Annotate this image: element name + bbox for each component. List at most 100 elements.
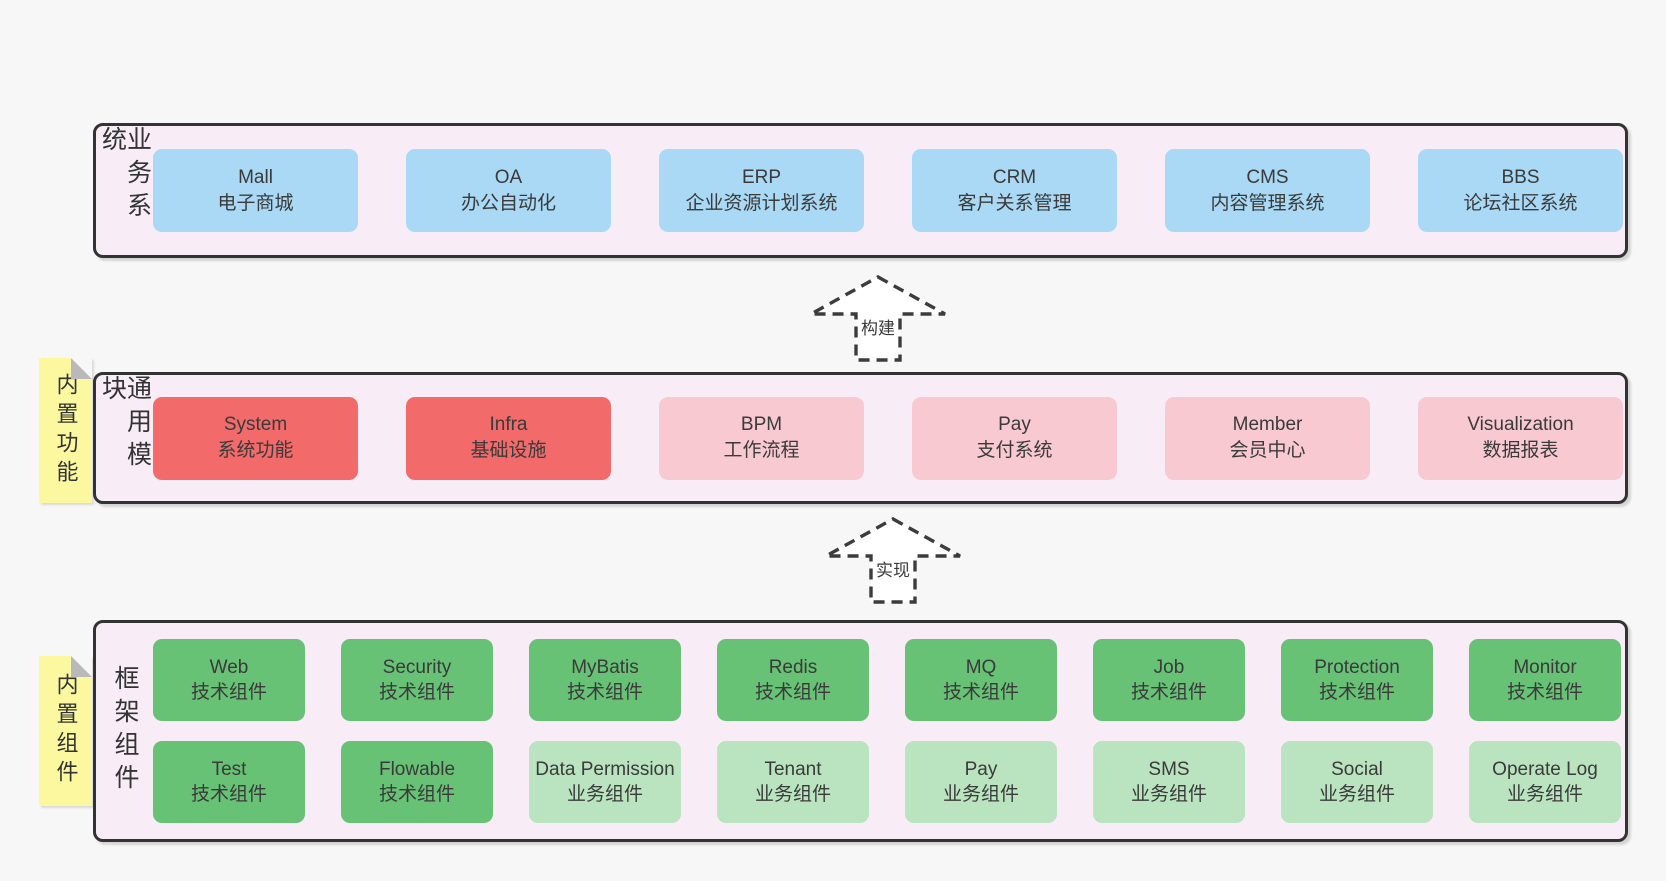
box-subtitle: 工作流程 [723, 440, 800, 461]
band-modules-label: 通用模块 [98, 375, 152, 474]
box-subtitle: 系统功能 [217, 440, 294, 461]
box-monitor: Monitor 技术组件 [1469, 639, 1621, 721]
note-built-in-features: 内置功能 [39, 358, 92, 503]
box-subtitle: 业务组件 [942, 784, 1019, 805]
box-subtitle: 技术组件 [566, 682, 643, 703]
box-title: Social [1331, 759, 1383, 780]
box-subtitle: 技术组件 [378, 682, 455, 703]
box-subtitle: 内容管理系统 [1210, 192, 1325, 214]
note-built-in-features-label: 内置功能 [53, 372, 79, 489]
box-title: BBS [1501, 166, 1540, 188]
module-boxes: System 系统功能 Infra 基础设施 BPM 工作流程 Pay 支付系统… [153, 396, 1623, 480]
box-visualization: Visualization 数据报表 [1418, 396, 1623, 480]
box-pay-business: Pay 业务组件 [905, 741, 1057, 823]
box-subtitle: 技术组件 [942, 682, 1019, 703]
box-oa: OA 办公自动化 [406, 149, 611, 232]
box-crm: CRM 客户关系管理 [912, 149, 1117, 232]
box-protection: Protection 技术组件 [1281, 639, 1433, 721]
band-business-label: 业务系统 [98, 126, 152, 225]
box-title: MyBatis [571, 657, 639, 678]
box-subtitle: 业务组件 [1318, 784, 1395, 805]
arrow-implement-label: 实现 [876, 561, 910, 580]
box-title: OA [494, 166, 523, 188]
box-title: Pay [964, 759, 998, 780]
box-title: Visualization [1467, 414, 1574, 435]
box-subtitle: 数据报表 [1482, 440, 1559, 461]
box-subtitle: 技术组件 [190, 784, 267, 805]
box-subtitle: 会员中心 [1229, 440, 1306, 461]
box-title: Member [1232, 414, 1303, 435]
box-mybatis: MyBatis 技术组件 [529, 639, 681, 721]
arrow-implement: 实现 [823, 516, 963, 606]
box-mall: Mall 电子商城 [153, 149, 358, 232]
business-boxes: Mall 电子商城 OA 办公自动化 ERP 企业资源计划系统 CRM 客户关系… [153, 149, 1623, 232]
box-title: Data Permission [535, 759, 675, 780]
box-subtitle: 客户关系管理 [957, 192, 1072, 214]
box-social: Social 业务组件 [1281, 741, 1433, 823]
box-member: Member 会员中心 [1165, 396, 1370, 480]
box-title: CMS [1246, 166, 1289, 188]
band-framework-components: 框架组件 Web 技术组件 Security 技术组件 MyBatis 技术组件… [93, 620, 1628, 842]
band-business-systems: 业务系统 Mall 电子商城 OA 办公自动化 ERP 企业资源计划系统 CRM… [93, 123, 1628, 258]
box-title: Operate Log [1492, 759, 1598, 780]
band-framework-label: 框架组件 [111, 665, 139, 797]
box-subtitle: 论坛社区系统 [1463, 192, 1578, 214]
box-title: Job [1153, 657, 1185, 678]
arrow-build-label: 构建 [861, 319, 895, 338]
box-subtitle: 业务组件 [566, 784, 643, 805]
note-built-in-components-label: 内置组件 [53, 673, 79, 789]
box-operate-log: Operate Log 业务组件 [1469, 741, 1621, 823]
up-arrow-icon [810, 275, 946, 362]
box-subtitle: 办公自动化 [460, 192, 556, 214]
box-test: Test 技术组件 [153, 741, 305, 823]
box-mq: MQ 技术组件 [905, 639, 1057, 721]
framework-row-2: Test 技术组件 Flowable 技术组件 Data Permission … [153, 741, 1621, 823]
box-subtitle: 业务组件 [754, 784, 831, 805]
box-bpm: BPM 工作流程 [659, 396, 864, 480]
box-flowable: Flowable 技术组件 [341, 741, 493, 823]
up-arrow-icon [825, 517, 961, 604]
box-sms: SMS 业务组件 [1093, 741, 1245, 823]
box-title: Infra [489, 414, 528, 435]
box-title: Flowable [378, 759, 456, 780]
box-web: Web 技术组件 [153, 639, 305, 721]
box-subtitle: 业务组件 [1130, 784, 1207, 805]
box-title: Protection [1314, 657, 1400, 678]
box-job: Job 技术组件 [1093, 639, 1245, 721]
box-subtitle: 企业资源计划系统 [685, 192, 838, 214]
framework-row-1: Web 技术组件 Security 技术组件 MyBatis 技术组件 Redi… [153, 639, 1621, 721]
box-title: BPM [740, 414, 783, 435]
box-subtitle: 业务组件 [1506, 784, 1583, 805]
box-title: Pay [998, 414, 1031, 435]
box-title: Web [209, 657, 249, 678]
box-tenant: Tenant 业务组件 [717, 741, 869, 823]
box-title: CRM [992, 166, 1037, 188]
box-subtitle: 技术组件 [190, 682, 267, 703]
box-pay: Pay 支付系统 [912, 396, 1117, 480]
box-subtitle: 支付系统 [976, 440, 1053, 461]
box-title: Redis [768, 657, 818, 678]
box-erp: ERP 企业资源计划系统 [659, 149, 864, 232]
box-data-permission: Data Permission 业务组件 [529, 741, 681, 823]
box-subtitle: 技术组件 [1318, 682, 1395, 703]
box-system: System 系统功能 [153, 396, 358, 480]
box-subtitle: 技术组件 [378, 784, 455, 805]
band-framework-label-wrap: 框架组件 [96, 623, 153, 839]
box-title: System [223, 414, 288, 435]
box-title: Test [211, 759, 247, 780]
box-bbs: BBS 论坛社区系统 [1418, 149, 1623, 232]
box-title: SMS [1148, 759, 1190, 780]
box-infra: Infra 基础设施 [406, 396, 611, 480]
box-subtitle: 技术组件 [754, 682, 831, 703]
box-subtitle: 技术组件 [1506, 682, 1583, 703]
box-redis: Redis 技术组件 [717, 639, 869, 721]
box-cms: CMS 内容管理系统 [1165, 149, 1370, 232]
box-title: Security [382, 657, 452, 678]
note-built-in-components: 内置组件 [39, 656, 92, 806]
box-title: Monitor [1513, 657, 1577, 678]
band-modules-label-wrap: 通用模块 [96, 375, 153, 501]
framework-rows: Web 技术组件 Security 技术组件 MyBatis 技术组件 Redi… [153, 639, 1621, 823]
box-subtitle: 基础设施 [470, 440, 547, 461]
box-security: Security 技术组件 [341, 639, 493, 721]
